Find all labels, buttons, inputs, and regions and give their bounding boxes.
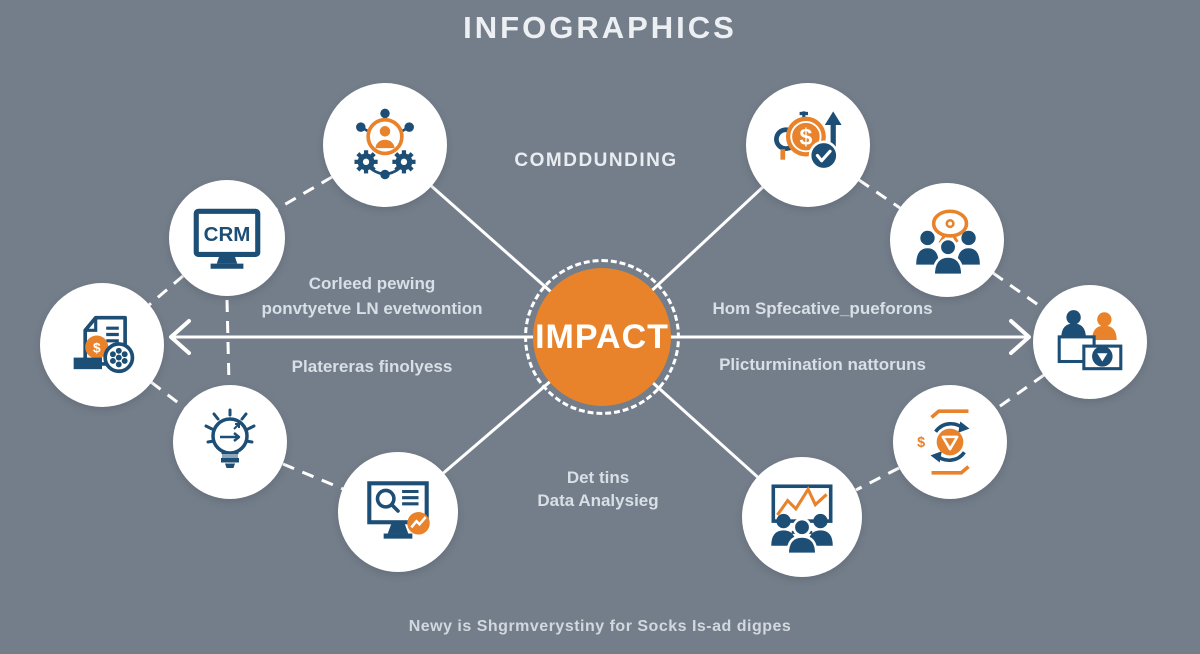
arrow-right-icon bbox=[1009, 319, 1031, 355]
label-bottom-line2: Data Analysieg bbox=[537, 491, 659, 510]
footer-caption: Newy is Shgrmverystiny for Socks Is-ad d… bbox=[408, 618, 792, 635]
meeting-desk-icon bbox=[1057, 310, 1123, 371]
lightbulb-icon bbox=[204, 408, 256, 468]
money-dollar-symbol: $ bbox=[799, 124, 812, 150]
label-bottom-center: Det tins Data Analysieg bbox=[498, 466, 698, 512]
node-monitor-search bbox=[338, 452, 458, 572]
team-network-icon bbox=[354, 108, 416, 180]
node-meeting-desk bbox=[1033, 285, 1147, 399]
label-left-line1: Corleed pewing bbox=[308, 274, 436, 293]
node-lightbulb bbox=[173, 385, 287, 499]
speech-bubble-icon bbox=[931, 209, 969, 238]
gear-icon bbox=[392, 150, 416, 174]
monitor-search-icon bbox=[367, 481, 430, 539]
page-title: INFOGRAPHICS bbox=[463, 10, 737, 45]
money-growth-icon: $ bbox=[774, 111, 842, 171]
label-left-below: Platereras finolyess bbox=[291, 357, 453, 376]
label-left-line2: ponvtyetve LN evetwontion bbox=[261, 299, 483, 318]
crm-label: CRM bbox=[204, 223, 251, 246]
team-analytics-icon bbox=[771, 484, 833, 556]
node-team-discussion bbox=[890, 183, 1004, 297]
coin-dollar-symbol: $ bbox=[93, 340, 101, 355]
cycle-dollar-symbol: $ bbox=[917, 435, 925, 451]
node-crm: CRM bbox=[169, 180, 285, 296]
label-bottom-line1: Det tins bbox=[566, 468, 630, 487]
team-discussion-icon bbox=[916, 209, 980, 277]
label-right-above: Hom Spfecative_pueforons bbox=[712, 299, 933, 318]
node-document-finance: $ bbox=[40, 283, 164, 407]
arrow-left-icon bbox=[169, 319, 191, 355]
label-top: COMDDUNDING bbox=[514, 150, 678, 171]
dollar-cycle-icon: $ bbox=[917, 409, 970, 475]
impact-label: IMPACT bbox=[533, 268, 671, 406]
node-team-analytics bbox=[742, 457, 862, 577]
gear-icon bbox=[354, 150, 378, 174]
node-team-network bbox=[323, 83, 447, 207]
node-dollar-cycle: $ bbox=[893, 385, 1007, 499]
node-money-growth: $ bbox=[746, 83, 870, 207]
impact-circle: IMPACT bbox=[524, 259, 680, 415]
crm-monitor-icon: CRM bbox=[193, 208, 261, 269]
label-left-upper: Corleed pewing ponvtyetve LN evetwontion bbox=[247, 271, 497, 321]
label-right-below: Plicturmination nattoruns bbox=[719, 355, 926, 374]
document-finance-icon: $ bbox=[73, 315, 135, 374]
